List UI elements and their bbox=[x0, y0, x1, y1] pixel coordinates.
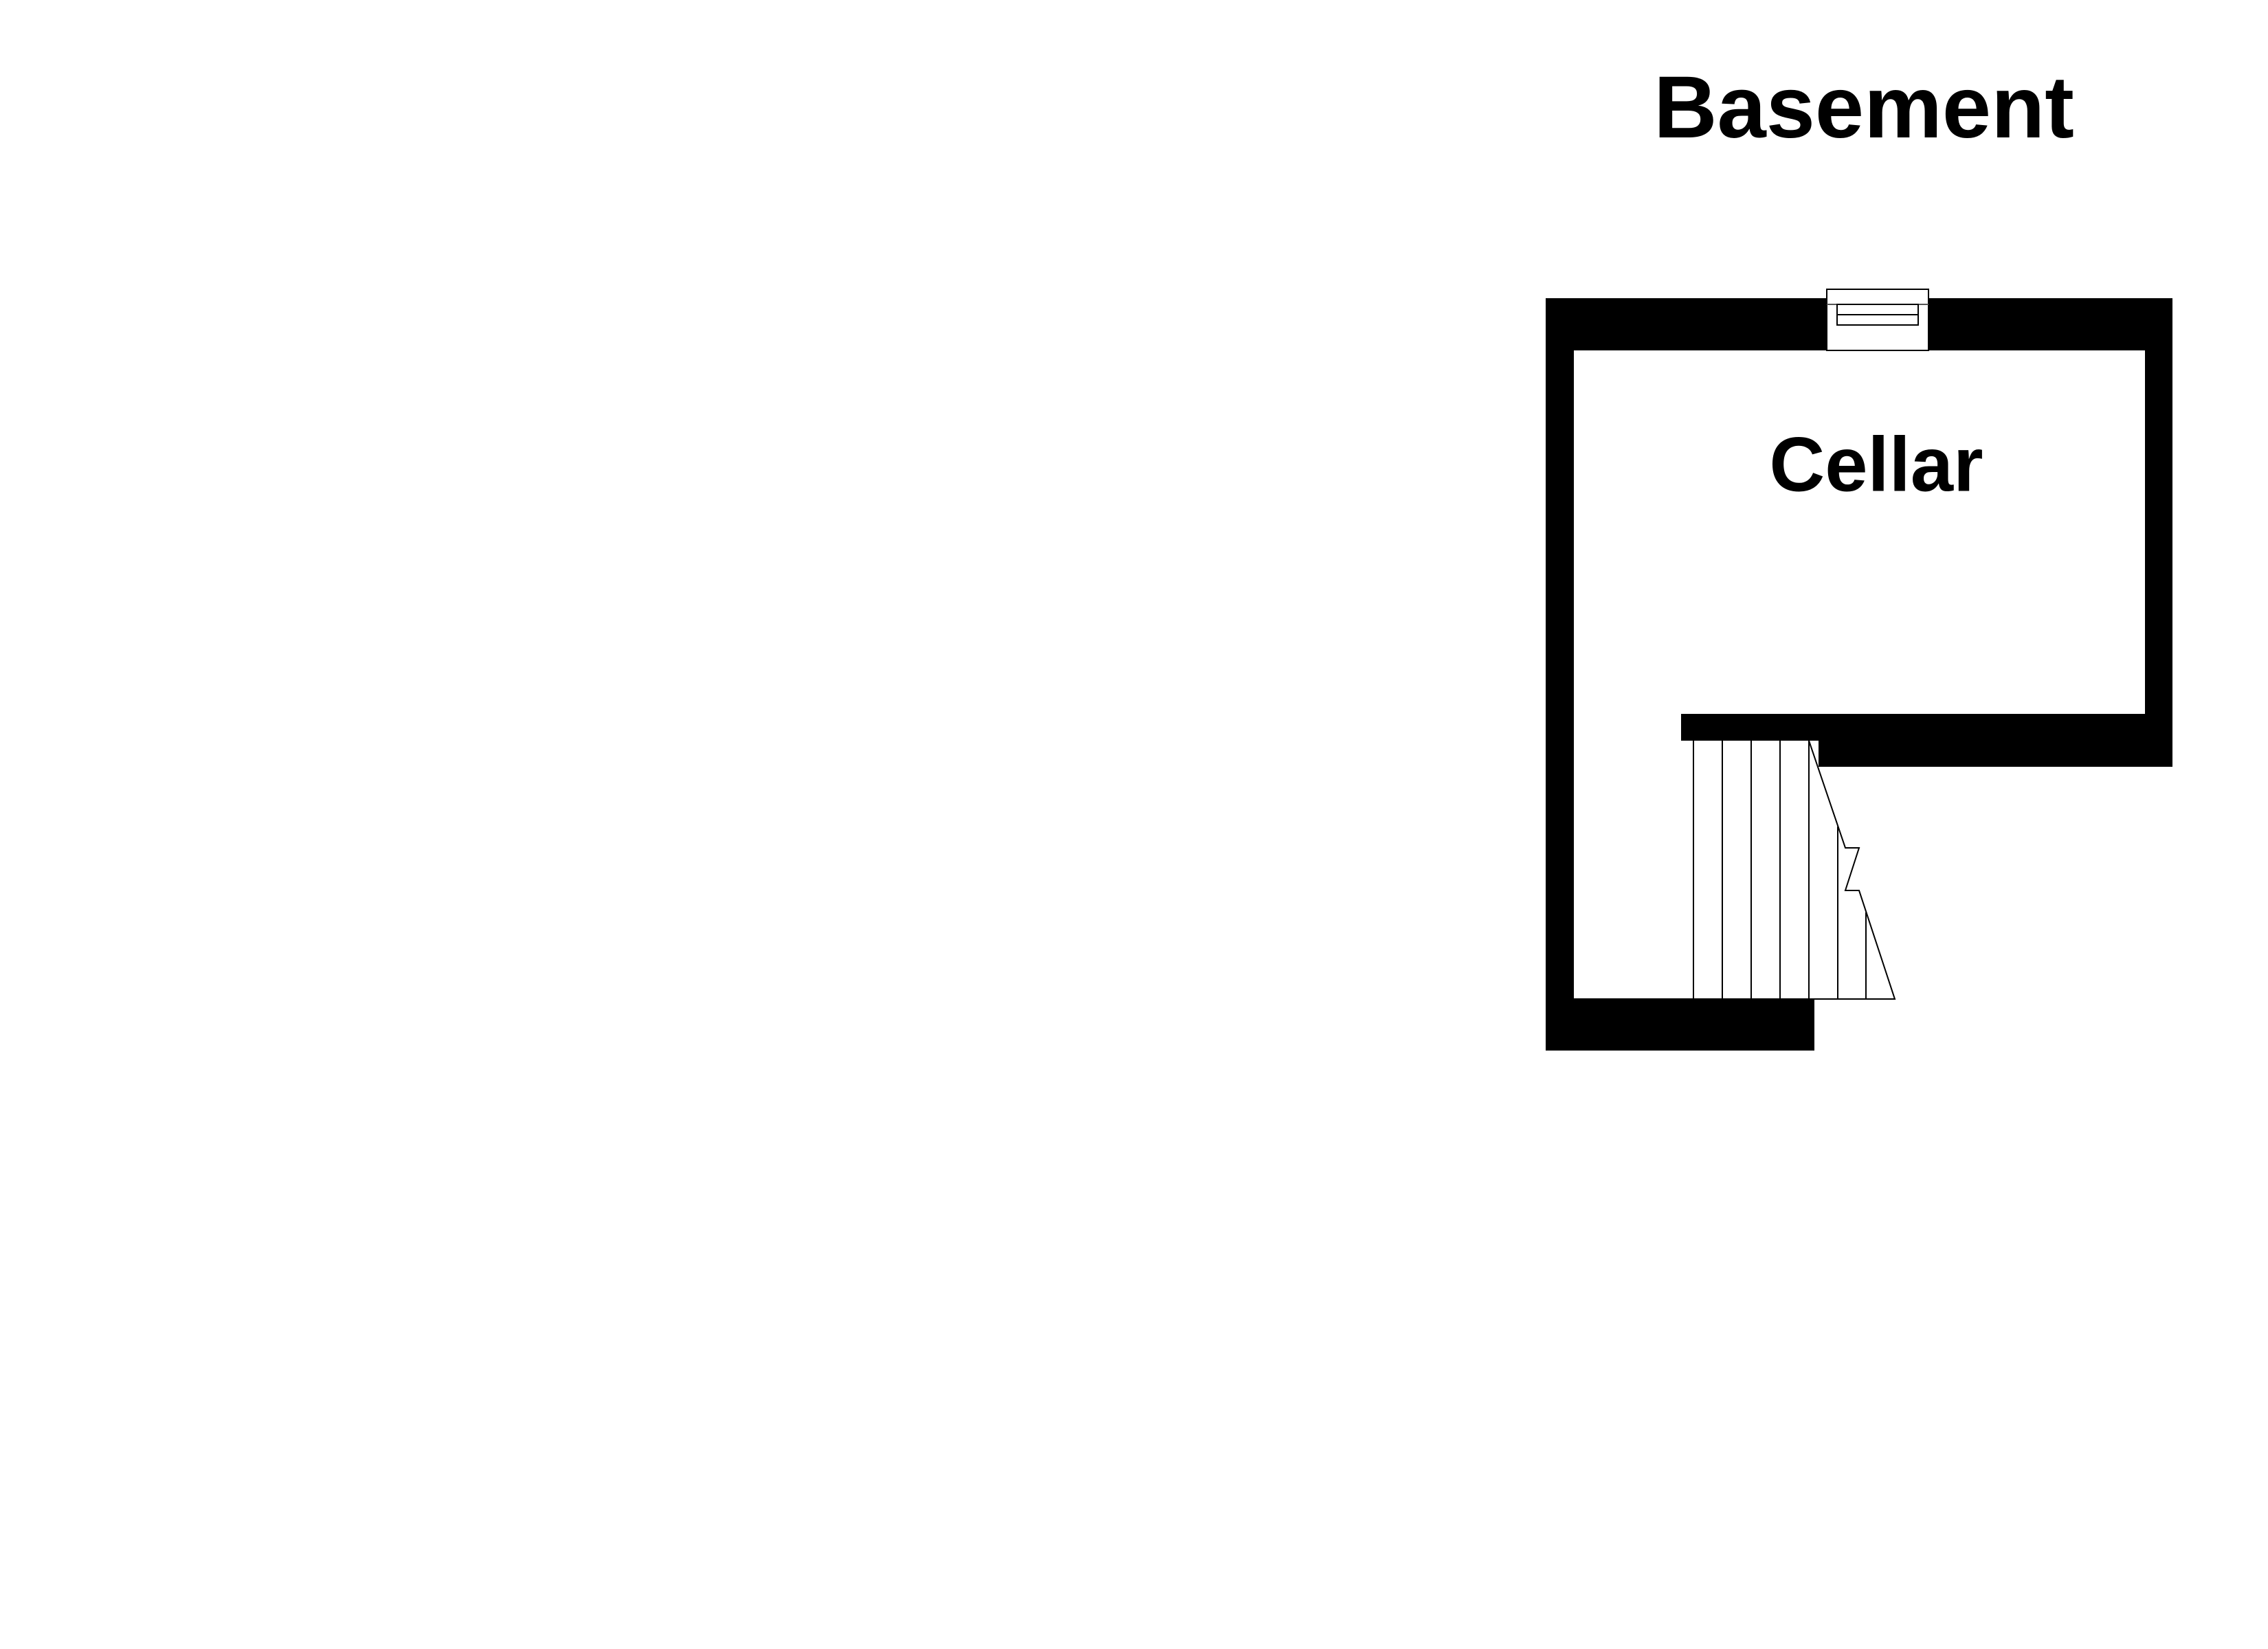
wall-middle-thin bbox=[1681, 714, 1819, 741]
wall-right bbox=[2145, 298, 2172, 767]
window bbox=[1826, 289, 1929, 351]
room-label-cellar: Cellar bbox=[1769, 422, 1983, 508]
wall-bottom bbox=[1546, 998, 1814, 1051]
wall-left bbox=[1546, 298, 1574, 1051]
walls bbox=[1546, 298, 2172, 1051]
floor-title: Basement bbox=[1654, 58, 2074, 157]
staircase bbox=[1693, 740, 1896, 1000]
wall-middle bbox=[1819, 714, 2172, 767]
